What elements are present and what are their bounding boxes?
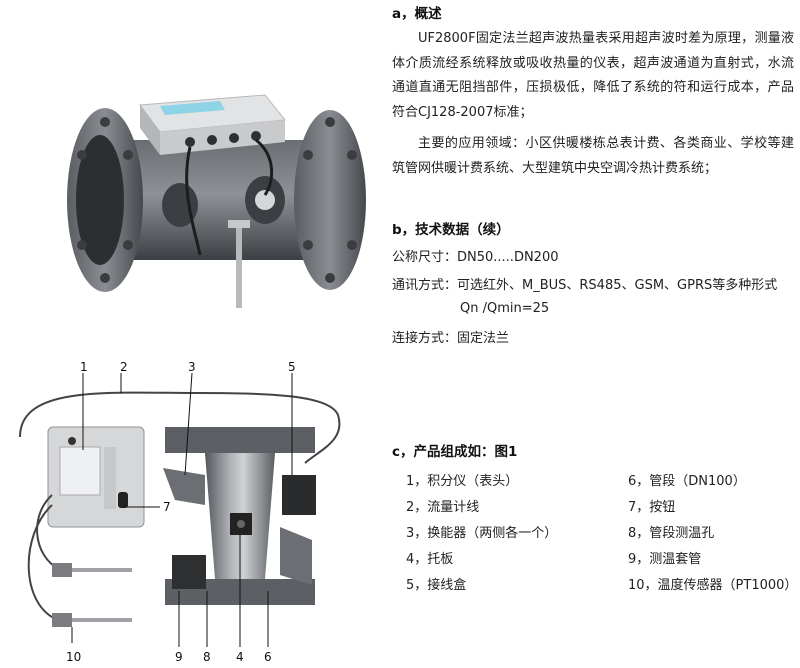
callout-8: 8 [203,650,211,664]
part-8: 8，管段测温孔 [628,526,715,541]
part-3: 3，换能器（两侧各一个） [406,526,558,541]
spec-comm: 通讯方式：可选红外、M_BUS、RS485、GSM、GPRS等多种形式 [392,278,778,293]
part-4: 4，托板 [406,552,454,567]
section-a-para2: 主要的应用领域：小区供暖楼栋总表计费、各类商业、学校等建筑管网供暖计费系统、大型… [392,136,794,176]
part-9: 9，测温套管 [628,552,702,567]
callout-7: 7 [163,500,171,514]
callout-3: 3 [188,360,196,374]
callout-4: 4 [236,650,244,664]
product-photo-meter [67,94,366,308]
part-2: 2，流量计线 [406,500,480,515]
part-6: 6，管段（DN100） [628,474,746,489]
spec-connection: 连接方式：固定法兰 [392,331,510,346]
callout-2: 2 [120,360,128,374]
spec-ratio: Qn /Qmin=25 [460,301,550,316]
section-b-heading: b，技术数据（续） [392,222,510,238]
section-c-heading: c，产品组成如：图1 [392,444,518,460]
spec-size: 公称尺寸：DN50.....DN200 [392,250,559,265]
part-10: 10，温度传感器（PT1000） [628,578,798,593]
part-5: 5，接线盒 [406,578,467,593]
callout-9: 9 [175,650,183,664]
section-a-heading: a，概述 [392,6,442,22]
callout-6: 6 [264,650,272,664]
callout-10: 10 [66,650,82,664]
component-diagram [19,372,341,647]
part-7: 7，按钮 [628,500,676,515]
callout-1: 1 [80,360,88,374]
section-a-para1: UF2800F固定法兰超声波热量表采用超声波时差为原理，测量液体介质流经系统释放… [392,31,794,120]
callout-5: 5 [288,360,296,374]
part-1: 1，积分仪（表头） [406,474,519,489]
